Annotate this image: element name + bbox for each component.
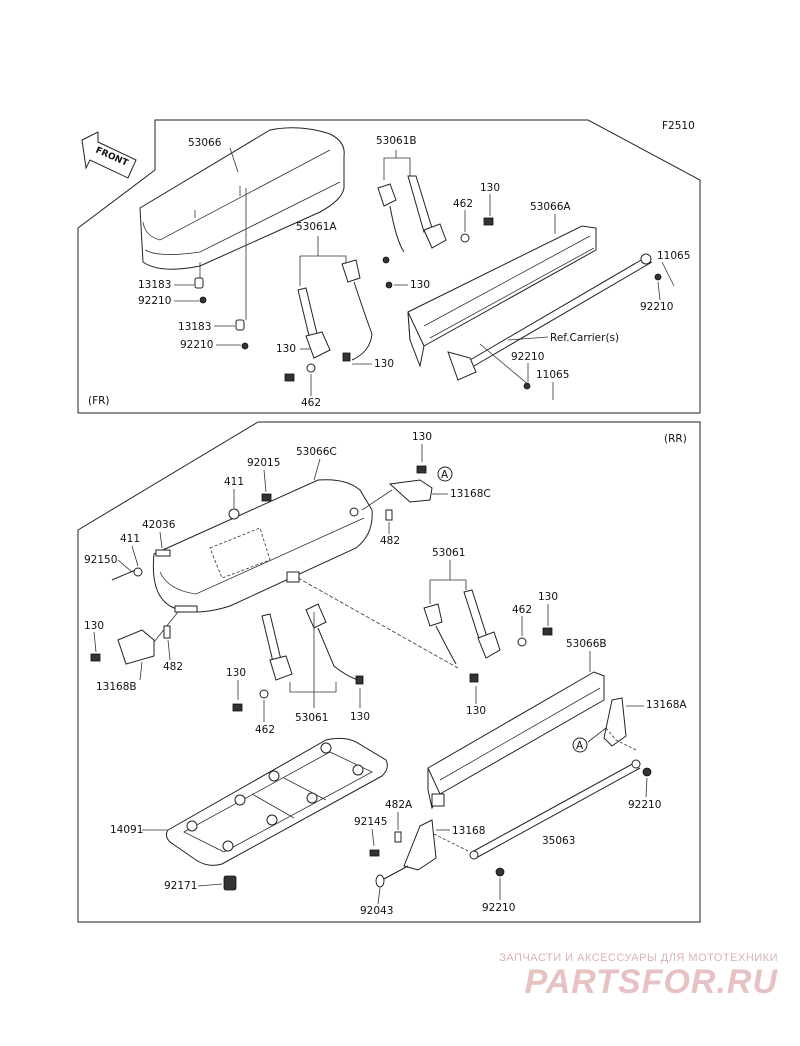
bracket-13168c xyxy=(361,479,433,511)
label-backrest-b: 53066B xyxy=(566,638,607,650)
label-clip-11065-b: 11065 xyxy=(536,369,569,381)
backrest-a xyxy=(407,225,653,381)
label-belt-rear-a: 53061 xyxy=(432,547,465,559)
seat-belt-a xyxy=(297,259,373,362)
stud-92171 xyxy=(223,875,237,891)
label-bolt-130-c: 130 xyxy=(276,343,296,355)
watermark: ЗАПЧАСТИ И АКСЕССУАРЫ ДЛЯ МОТОТЕХНИКИ PA… xyxy=(499,952,778,1000)
upper-section-label: (FR) xyxy=(88,395,110,407)
label-bracket-13168a: 13168A xyxy=(646,699,687,711)
label-bracket-13168: 13168 xyxy=(452,825,485,837)
label-bolt-130-h: 130 xyxy=(226,667,246,679)
label-nut-92210-d: 92210 xyxy=(511,351,544,363)
label-belt-b: 53061B xyxy=(376,135,417,147)
label-nut-92210-f: 92210 xyxy=(482,902,515,914)
label-floor-mat: 14091 xyxy=(110,824,143,836)
label-washer-411-b: 411 xyxy=(120,533,140,545)
label-washer-462-b: 462 xyxy=(301,397,321,409)
label-washer-411-a: 411 xyxy=(224,476,244,488)
label-backrest-a: 53066A xyxy=(530,201,571,213)
label-bolt-130-i: 130 xyxy=(350,711,370,723)
watermark-tagline: ЗАПЧАСТИ И АКСЕССУАРЫ ДЛЯ МОТОТЕХНИКИ xyxy=(499,952,778,964)
seat-cushion-front xyxy=(139,127,345,270)
clamp-13183-a xyxy=(194,262,207,304)
label-washer-482a: 482A xyxy=(385,799,413,811)
label-washer-482-a: 482 xyxy=(380,535,400,547)
label-bracket-13168c: 13168C xyxy=(450,488,491,500)
callout-a-upper-text: A xyxy=(441,469,449,481)
ref-note: Ref.Carrier(s) xyxy=(550,332,619,344)
label-bracket-13168b: 13168B xyxy=(96,681,137,693)
lower-frame xyxy=(77,421,701,923)
label-stud-92171: 92171 xyxy=(164,880,197,892)
label-pin-42036: 42036 xyxy=(142,519,176,531)
bar-35063 xyxy=(469,759,641,860)
label-bolt-130-a: 130 xyxy=(480,182,500,194)
bracket-13168 xyxy=(403,819,471,871)
figure-code: F2510 xyxy=(662,120,695,132)
label-belt-a: 53061A xyxy=(296,221,337,233)
label-bolt-130-d: 130 xyxy=(374,358,394,370)
label-bolt-92043: 92043 xyxy=(360,905,393,917)
callout-a-lower: A xyxy=(572,737,588,753)
label-washer-462-a: 462 xyxy=(453,198,473,210)
floor-mat xyxy=(165,737,388,866)
label-belt-rear-b: 53061 xyxy=(295,712,328,724)
label-washer-462-d: 462 xyxy=(255,724,275,736)
seat-belt-rear-left xyxy=(261,603,364,685)
bracket-13168a xyxy=(603,697,627,747)
label-nut-92210-e: 92210 xyxy=(628,799,661,811)
label-seat-front: 53066 xyxy=(188,137,222,149)
label-clamp-13183-b: 13183 xyxy=(178,321,211,333)
label-seat-rear: 53066C xyxy=(296,446,337,458)
seat-cushion-rear xyxy=(152,479,373,613)
label-bolt-130-g: 130 xyxy=(84,620,104,632)
label-bolt-130-b: 130 xyxy=(410,279,430,291)
label-cap-92015: 92015 xyxy=(247,457,280,469)
seat-belt-rear-right xyxy=(423,589,501,683)
label-nut-92210-a: 92210 xyxy=(640,301,673,313)
bolt-92043 xyxy=(375,865,409,888)
label-clamp-13183-a: 13183 xyxy=(138,279,171,291)
clamp-13183-b xyxy=(235,188,249,350)
label-washer-482-b: 482 xyxy=(163,661,183,673)
label-clip-11065-a: 11065 xyxy=(657,250,690,262)
backrest-b xyxy=(427,671,605,810)
label-bolt-92150: 92150 xyxy=(84,554,117,566)
watermark-logo: PARTSFOR.RU xyxy=(524,963,778,1001)
lower-section-label: (RR) xyxy=(664,433,687,445)
label-washer-462-c: 462 xyxy=(512,604,532,616)
label-nut-92210-b: 92210 xyxy=(138,295,171,307)
label-nut-92210-c: 92210 xyxy=(180,339,213,351)
label-washer-92145: 92145 xyxy=(354,816,387,828)
callout-a-lower-text: A xyxy=(576,740,584,752)
seat-belt-b xyxy=(377,175,447,264)
callout-a-upper: A xyxy=(437,466,453,482)
label-bolt-130-j: 130 xyxy=(466,705,486,717)
upper-frame xyxy=(77,119,701,414)
label-bar-35063: 35063 xyxy=(542,835,575,847)
front-arrow-icon: FRONT xyxy=(81,131,137,179)
label-bolt-130-e: 130 xyxy=(412,431,432,443)
label-bolt-130-f: 130 xyxy=(538,591,558,603)
